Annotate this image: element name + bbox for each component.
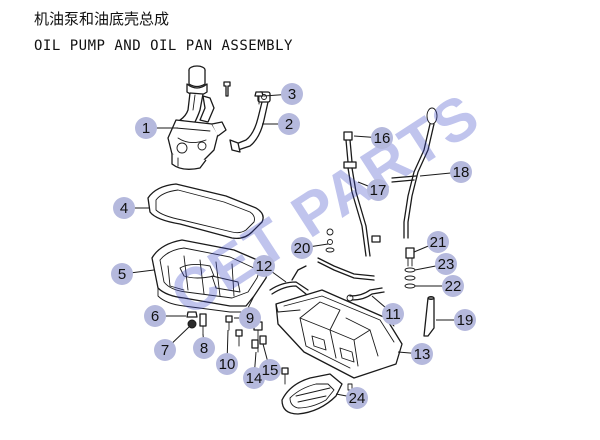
callout-label-10: 10 [219, 356, 236, 373]
callout-4: 4 [113, 197, 150, 219]
callout-label-5: 5 [118, 266, 126, 283]
callout-circle-1 [135, 117, 157, 139]
callout-19: 19 [436, 309, 476, 331]
callout-circle-5 [111, 263, 133, 285]
tube-19 [423, 296, 435, 337]
oil-pump [167, 65, 231, 170]
callout-label-8: 8 [200, 340, 208, 357]
callout-circle-10 [216, 353, 238, 375]
callout-circle-2 [278, 113, 300, 135]
callout-1: 1 [135, 117, 178, 139]
callout-label-20: 20 [294, 240, 311, 257]
fasteners-6-7-8 [186, 311, 207, 335]
callout-circle-15 [259, 359, 281, 381]
callout-circle-8 [193, 337, 215, 359]
callout-label-12: 12 [256, 258, 273, 275]
callout-circle-20 [291, 237, 313, 259]
callout-label-23: 23 [438, 256, 455, 273]
callout-3: 3 [263, 83, 303, 105]
callout-label-1: 1 [142, 120, 150, 137]
parts-20 [317, 228, 375, 281]
callout-circle-18 [450, 161, 472, 183]
callout-12: 12 [253, 255, 287, 283]
callout-9: 9 [234, 307, 261, 329]
callout-17: 17 [357, 179, 389, 201]
callout-24: 24 [335, 387, 368, 409]
strainer-24 [281, 373, 353, 415]
callout-circle-22 [442, 275, 464, 297]
callout-2: 2 [262, 113, 300, 135]
oil-pan-gasket [147, 183, 264, 240]
callout-13: 13 [397, 343, 433, 365]
callout-label-15: 15 [262, 362, 279, 379]
callout-label-21: 21 [430, 234, 447, 251]
callout-label-14: 14 [246, 370, 263, 387]
callout-circle-7 [154, 339, 176, 361]
upper-oil-pan [151, 239, 268, 313]
callout-7: 7 [154, 325, 191, 361]
callout-circle-21 [427, 231, 449, 253]
callout-14: 14 [243, 351, 265, 389]
callout-21: 21 [413, 231, 449, 253]
oil-tube [229, 91, 271, 153]
callout-circle-16 [371, 127, 393, 149]
callout-18: 18 [419, 161, 472, 183]
callout-circle-6 [144, 305, 166, 327]
callout-circle-11 [382, 303, 404, 325]
title-english: OIL PUMP AND OIL PAN ASSEMBLY [34, 38, 293, 54]
callout-label-6: 6 [151, 308, 159, 325]
callout-circle-9 [239, 307, 261, 329]
dipstick-tube-left [343, 131, 381, 257]
callout-10: 10 [216, 329, 238, 375]
title-chinese: 机油泵和油底壳总成 [34, 10, 170, 28]
dipstick [391, 107, 438, 239]
callout-15: 15 [259, 343, 281, 381]
callout-label-2: 2 [285, 116, 293, 133]
bolts-9-10 [225, 315, 243, 347]
callout-circle-3 [281, 83, 303, 105]
callout-circle-4 [113, 197, 135, 219]
callout-label-18: 18 [453, 164, 470, 181]
callout-label-17: 17 [370, 182, 387, 199]
callout-circle-13 [411, 343, 433, 365]
callout-label-16: 16 [374, 130, 391, 147]
drain-plug-21-23 [404, 247, 416, 289]
callout-circle-23 [435, 253, 457, 275]
callout-label-22: 22 [445, 278, 462, 295]
callout-5: 5 [111, 263, 155, 285]
bracket-11 [346, 287, 385, 302]
callout-22: 22 [415, 275, 464, 297]
callout-label-11: 11 [385, 306, 401, 323]
callout-circle-12 [253, 255, 275, 277]
callout-circle-24 [346, 387, 368, 409]
callout-label-7: 7 [161, 342, 169, 359]
callout-label-19: 19 [457, 312, 474, 329]
bracket-12 [269, 265, 309, 295]
callout-8: 8 [193, 333, 215, 359]
bolt-3 [254, 91, 264, 105]
callout-label-3: 3 [288, 86, 296, 103]
callout-label-9: 9 [246, 310, 254, 327]
callout-11: 11 [371, 295, 404, 325]
callout-20: 20 [291, 237, 329, 259]
callout-label-24: 24 [349, 390, 366, 407]
callout-16: 16 [353, 127, 393, 149]
lower-oil-pan [275, 289, 403, 379]
callout-label-13: 13 [414, 346, 431, 363]
callout-label-4: 4 [120, 200, 128, 217]
callout-6: 6 [144, 305, 186, 327]
callout-circle-19 [454, 309, 476, 331]
callout-circle-17 [367, 179, 389, 201]
callout-23: 23 [414, 253, 457, 275]
